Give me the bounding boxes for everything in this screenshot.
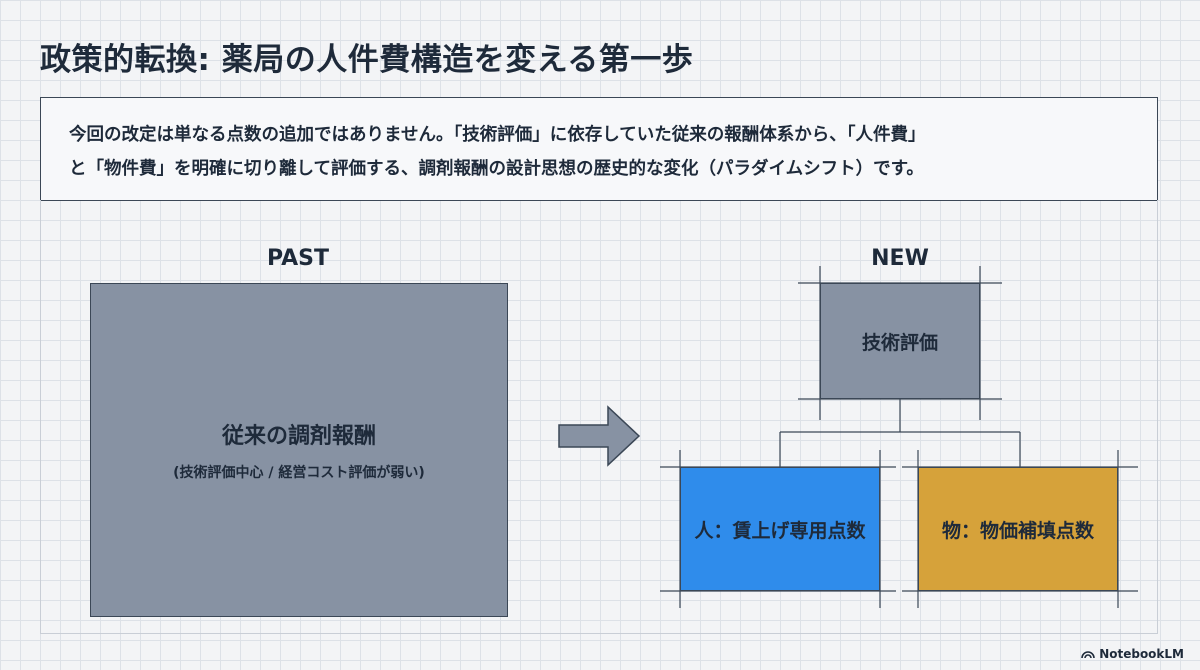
past-label: PAST bbox=[267, 246, 329, 271]
past-box: 従来の調剤報酬 (技術評価中心 / 経営コスト評価が弱い) bbox=[90, 283, 508, 617]
tech-evaluation-box: 技術評価 bbox=[820, 283, 980, 399]
right-arrow-icon bbox=[558, 405, 641, 467]
brand-logo: NotebookLM bbox=[1081, 647, 1184, 661]
intro-line-2: と「物件費」を明確に切り離して評価する、調剤報酬の設計思想の歴史的な変化（パラダ… bbox=[69, 159, 924, 179]
page-title: 政策的転換: 薬局の人件費構造を変える第一歩 bbox=[40, 42, 694, 78]
notebooklm-icon bbox=[1081, 651, 1095, 659]
labor-cost-points-box: 人：賃上げ専用点数 bbox=[680, 467, 880, 591]
brand-logo-text: NotebookLM bbox=[1099, 647, 1184, 661]
material-cost-points-box: 物：物価補填点数 bbox=[918, 467, 1118, 591]
intro-line-1: 今回の改定は単なる点数の追加ではありません。「技術評価」に依存していた従来の報酬… bbox=[69, 125, 926, 145]
past-box-title: 従来の調剤報酬 bbox=[221, 424, 376, 449]
new-label: NEW bbox=[871, 246, 929, 271]
past-box-subtitle: (技術評価中心 / 経営コスト評価が弱い) bbox=[173, 465, 425, 481]
content-frame bbox=[40, 200, 1158, 634]
intro-callout: 今回の改定は単なる点数の追加ではありません。「技術評価」に依存していた従来の報酬… bbox=[40, 97, 1158, 201]
